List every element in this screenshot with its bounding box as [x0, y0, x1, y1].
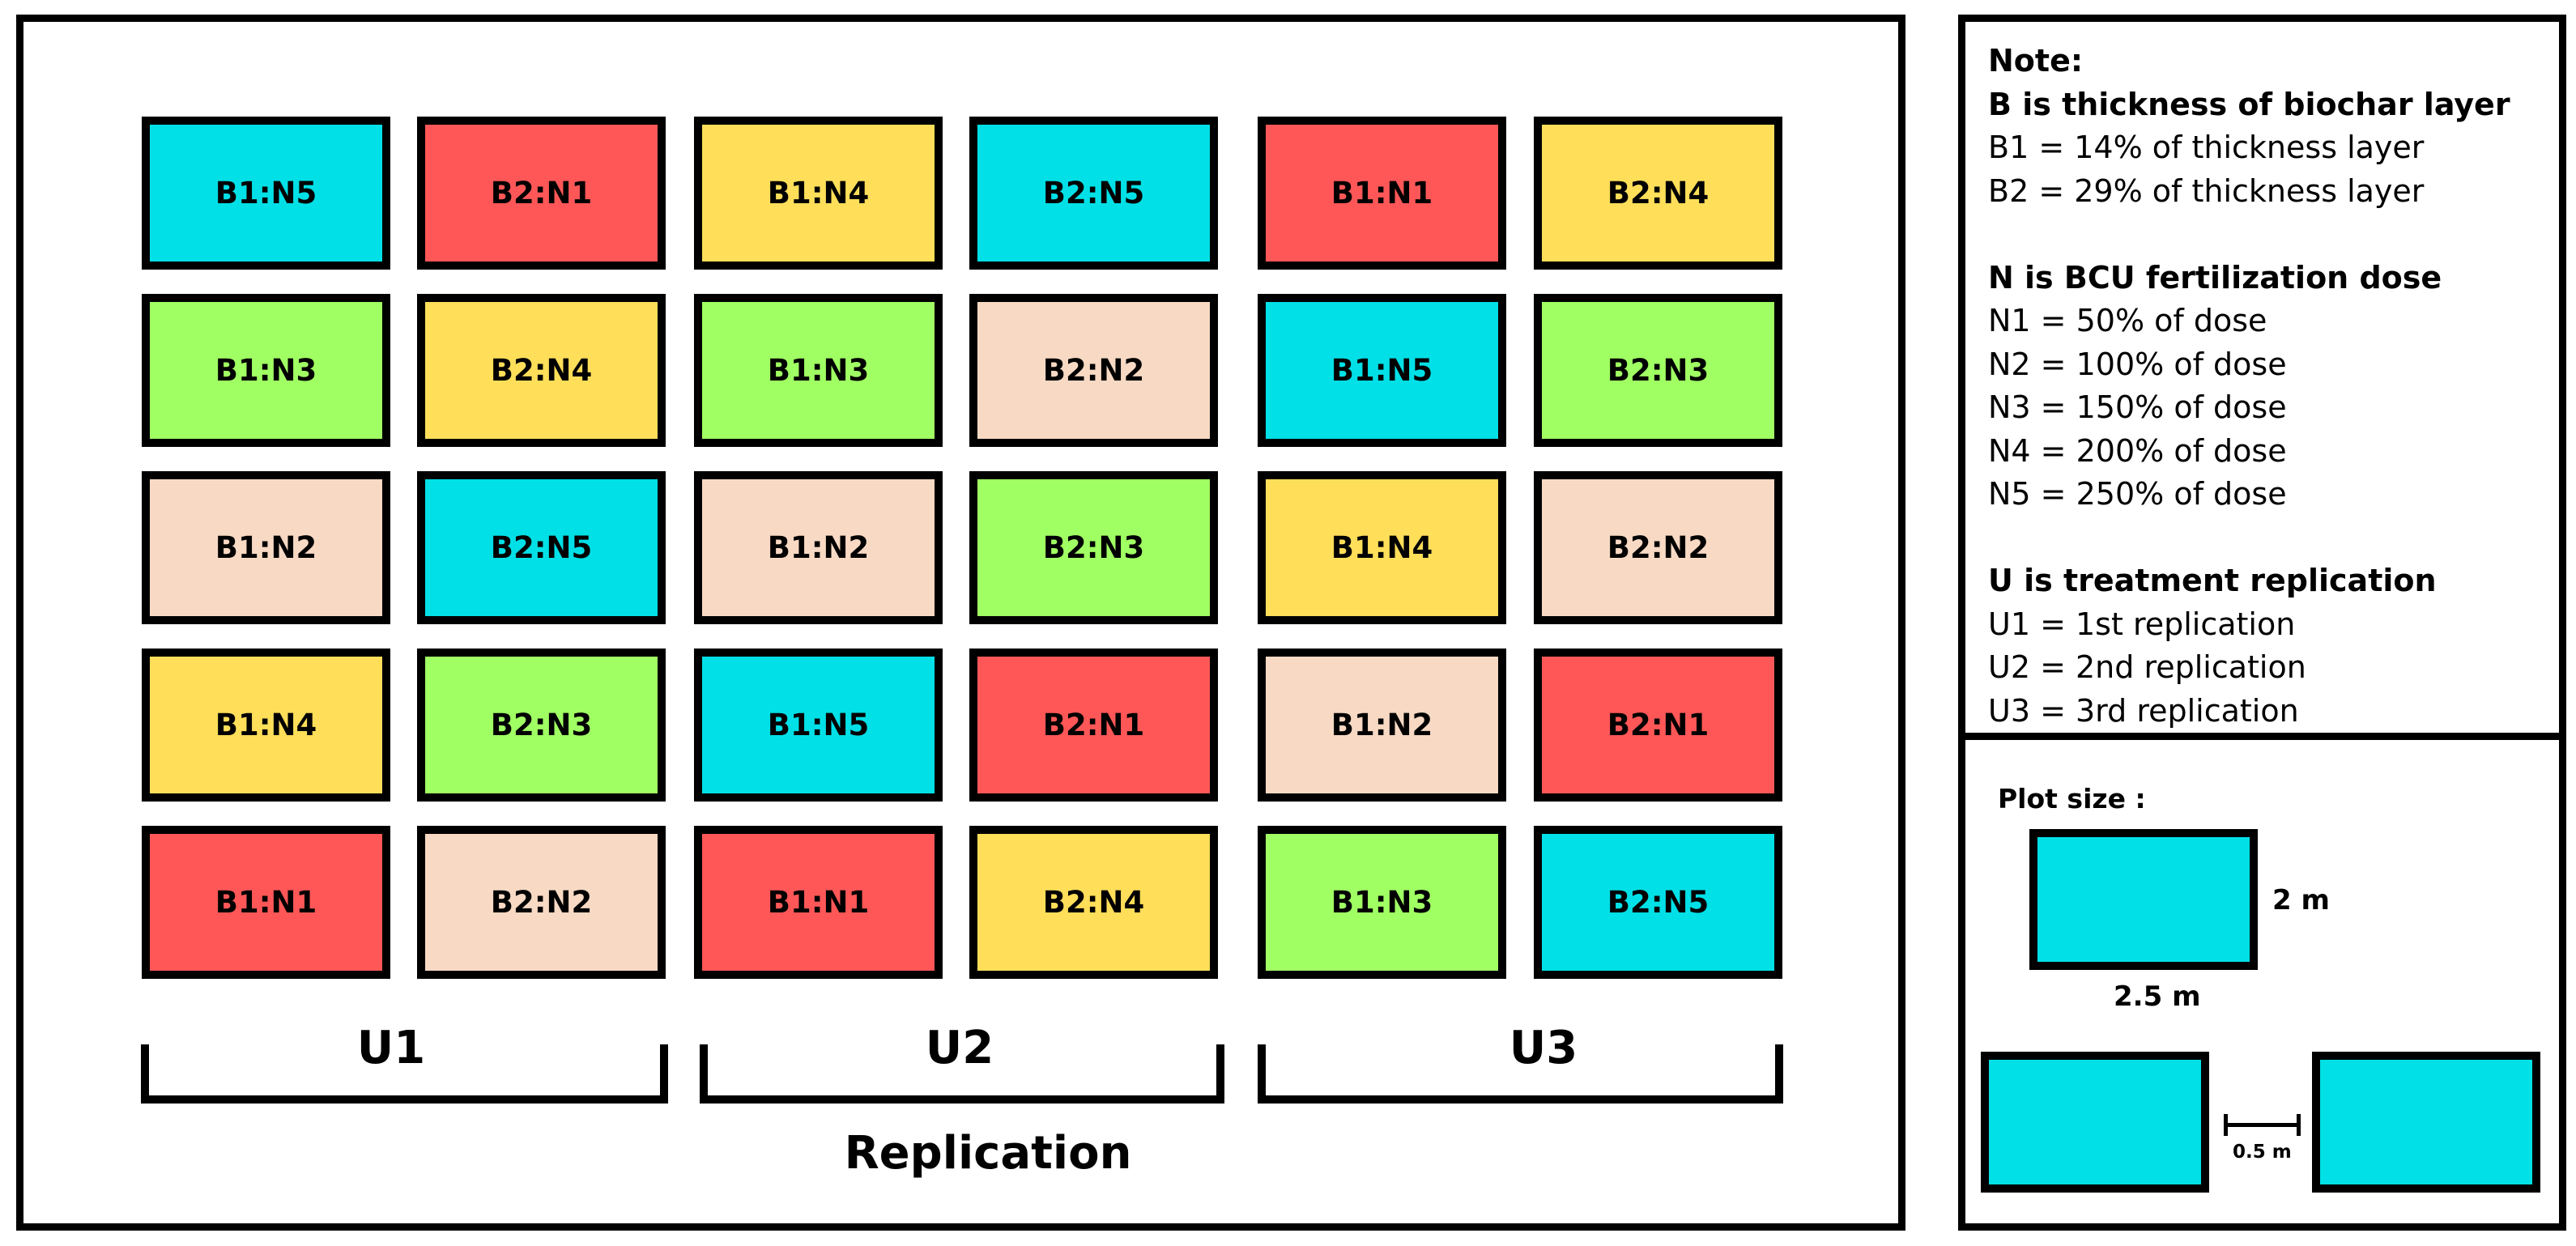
- plot-cell: B1:N4: [142, 649, 390, 802]
- n-item: N2 = 100% of dose: [1988, 346, 2287, 382]
- bracket-u2: [700, 1044, 1224, 1104]
- plot-cell: B1:N3: [1258, 826, 1506, 979]
- u-item: U3 = 3rd replication: [1988, 692, 2299, 729]
- n-item: N3 = 150% of dose: [1988, 389, 2287, 425]
- plot-cell: B2:N3: [969, 471, 1218, 624]
- plot-cell: B1:N1: [694, 826, 943, 979]
- u-item: U2 = 2nd replication: [1988, 649, 2306, 685]
- spacing-tick-left: [2224, 1114, 2228, 1136]
- u-definition-title: U is treatment replication: [1988, 563, 2437, 598]
- n-item: N1 = 50% of dose: [1988, 303, 2267, 338]
- plot-cell: B2:N5: [969, 117, 1218, 270]
- plot-cell: B1:N1: [142, 826, 390, 979]
- plot-cell: B2:N3: [1534, 294, 1782, 447]
- b-item: B2 = 29% of thickness layer: [1988, 172, 2425, 209]
- plot-height-label: 2 m: [2272, 884, 2330, 916]
- plot-cell: B2:N5: [417, 471, 666, 624]
- plot-cell: B1:N3: [694, 294, 943, 447]
- plot-cell: B2:N2: [417, 826, 666, 979]
- plot-cell: B1:N2: [694, 471, 943, 624]
- u-item: U1 = 1st replication: [1988, 606, 2296, 642]
- bracket-u3: [1258, 1044, 1783, 1104]
- plot-cell: B2:N2: [1534, 471, 1782, 624]
- n-item: N4 = 200% of dose: [1988, 432, 2287, 469]
- plot-cell: B1:N4: [1258, 471, 1506, 624]
- plot-cell: B2:N5: [1534, 826, 1782, 979]
- plot-cell: B1:N5: [694, 649, 943, 802]
- spacing-dimension-line: [2225, 1123, 2298, 1127]
- plot-cell: B1:N4: [694, 117, 943, 270]
- spacing-tick-right: [2297, 1114, 2301, 1136]
- plot-cell: B2:N4: [1534, 117, 1782, 270]
- plot-cell: B1:N2: [1258, 649, 1506, 802]
- plot-size-title: Plot size :: [1998, 783, 2146, 814]
- replication-label-u2: U2: [925, 1022, 994, 1074]
- plot-cell: B2:N3: [417, 649, 666, 802]
- plot-cell: B2:N4: [969, 826, 1218, 979]
- n-definition-title: N is BCU fertilization dose: [1988, 259, 2442, 296]
- plot-cell: B1:N5: [1258, 294, 1506, 447]
- plot-cell: B2:N4: [417, 294, 666, 447]
- b-definition-title: B is thickness of biochar layer: [1988, 86, 2510, 122]
- plot-cell: B1:N1: [1258, 117, 1506, 270]
- plot-cell: B1:N2: [142, 471, 390, 624]
- spacing-swatch-left: [1981, 1052, 2209, 1193]
- replication-label-u1: U1: [356, 1022, 426, 1074]
- spacing-swatch-right: [2312, 1052, 2540, 1193]
- note-content: Note: B is thickness of biochar layer B1…: [1988, 40, 2510, 733]
- plot-cell: B2:N1: [1534, 649, 1782, 802]
- plot-size-swatch: [2029, 829, 2258, 970]
- plot-cell: B2:N1: [417, 117, 666, 270]
- note-heading: Note:: [1988, 43, 2084, 79]
- plot-cell: B1:N5: [142, 117, 390, 270]
- plot-cell: B1:N3: [142, 294, 390, 447]
- replication-axis-title: Replication: [844, 1127, 1132, 1180]
- note-panel: Note: B is thickness of biochar layer B1…: [1958, 15, 2566, 740]
- n-item: N5 = 250% of dose: [1988, 476, 2287, 512]
- b-item: B1 = 14% of thickness layer: [1988, 130, 2425, 165]
- spacing-label: 0.5 m: [2233, 1142, 2292, 1163]
- plot-cell: B2:N1: [969, 649, 1218, 802]
- replication-label-u3: U3: [1509, 1022, 1578, 1074]
- plot-width-label: 2.5 m: [2114, 980, 2201, 1013]
- plot-cell: B2:N2: [969, 294, 1218, 447]
- bracket-u1: [141, 1044, 668, 1104]
